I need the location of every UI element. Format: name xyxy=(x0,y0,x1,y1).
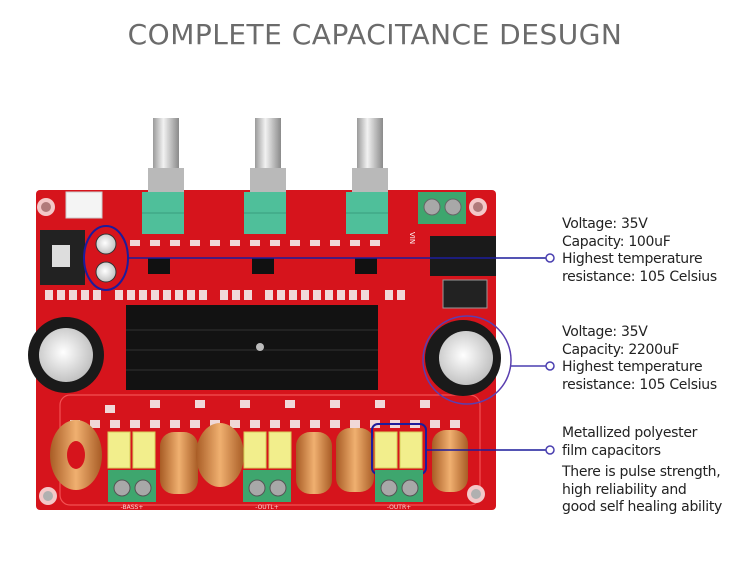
outr-label: -OUTR+ xyxy=(387,504,411,511)
ic-chip xyxy=(252,258,274,274)
callout-text: Capacity: 2200uF xyxy=(562,341,680,358)
smd-components xyxy=(45,240,405,300)
callout-text: high reliability and xyxy=(562,481,687,498)
page-title: COMPLETE CAPACITANCE DESUGN xyxy=(127,18,623,51)
power-connector xyxy=(65,191,103,219)
capacitor-2200uf-left xyxy=(28,317,104,393)
callout-text: Voltage: 35V xyxy=(562,216,648,232)
vin-label: VIN xyxy=(408,232,416,244)
callout-line-2 xyxy=(511,361,555,371)
callout-text: Highest temperature xyxy=(562,251,703,267)
capacitor-100uf-2 xyxy=(95,261,117,283)
callout-film-capacitors: Metallized polyester film capacitors The… xyxy=(562,425,722,517)
callout-capacitor-100uf: Voltage: 35V Capacity: 100uF Highest tem… xyxy=(562,216,717,286)
potentiometer-1 xyxy=(142,118,184,234)
output-terminal-bass xyxy=(108,470,156,502)
output-terminal-outl xyxy=(243,470,291,502)
film-capacitors xyxy=(107,431,423,469)
potentiometer-2 xyxy=(244,118,286,234)
potentiometer-3 xyxy=(346,118,388,234)
callout-text: Capacity: 100uF xyxy=(562,233,671,250)
callout-line-1 xyxy=(128,253,555,263)
dc-jack xyxy=(430,236,496,276)
callout-text: film capacitors xyxy=(562,442,661,459)
callout-text: Highest temperature xyxy=(562,359,703,375)
callout-text: Metallized polyester xyxy=(562,425,698,441)
callout-text: Voltage: 35V xyxy=(562,324,648,340)
capacitor-100uf-1 xyxy=(95,233,117,255)
capacitor-2200uf-right xyxy=(425,320,501,396)
callout-text: resistance: 105 Celsius xyxy=(562,268,717,285)
diode xyxy=(442,279,488,309)
inductors xyxy=(50,420,468,494)
highlight-ring-2200uf xyxy=(422,315,512,405)
callout-capacitor-2200uf: Voltage: 35V Capacity: 2200uF Highest te… xyxy=(562,324,717,394)
callout-text: good self healing ability xyxy=(562,499,722,515)
callout-text: resistance: 105 Celsius xyxy=(562,376,717,393)
outl-label: -OUTL+ xyxy=(255,504,278,511)
ic-chip xyxy=(355,258,377,274)
callout-line-3 xyxy=(426,445,555,455)
heatsink xyxy=(126,305,378,390)
vin-terminal xyxy=(418,192,466,224)
bass-label: -BASS+ xyxy=(121,504,144,511)
ic-chip xyxy=(148,258,170,274)
callout-text: There is pulse strength, xyxy=(562,464,721,480)
mounting-holes xyxy=(37,198,487,505)
output-terminal-outr xyxy=(375,470,423,502)
